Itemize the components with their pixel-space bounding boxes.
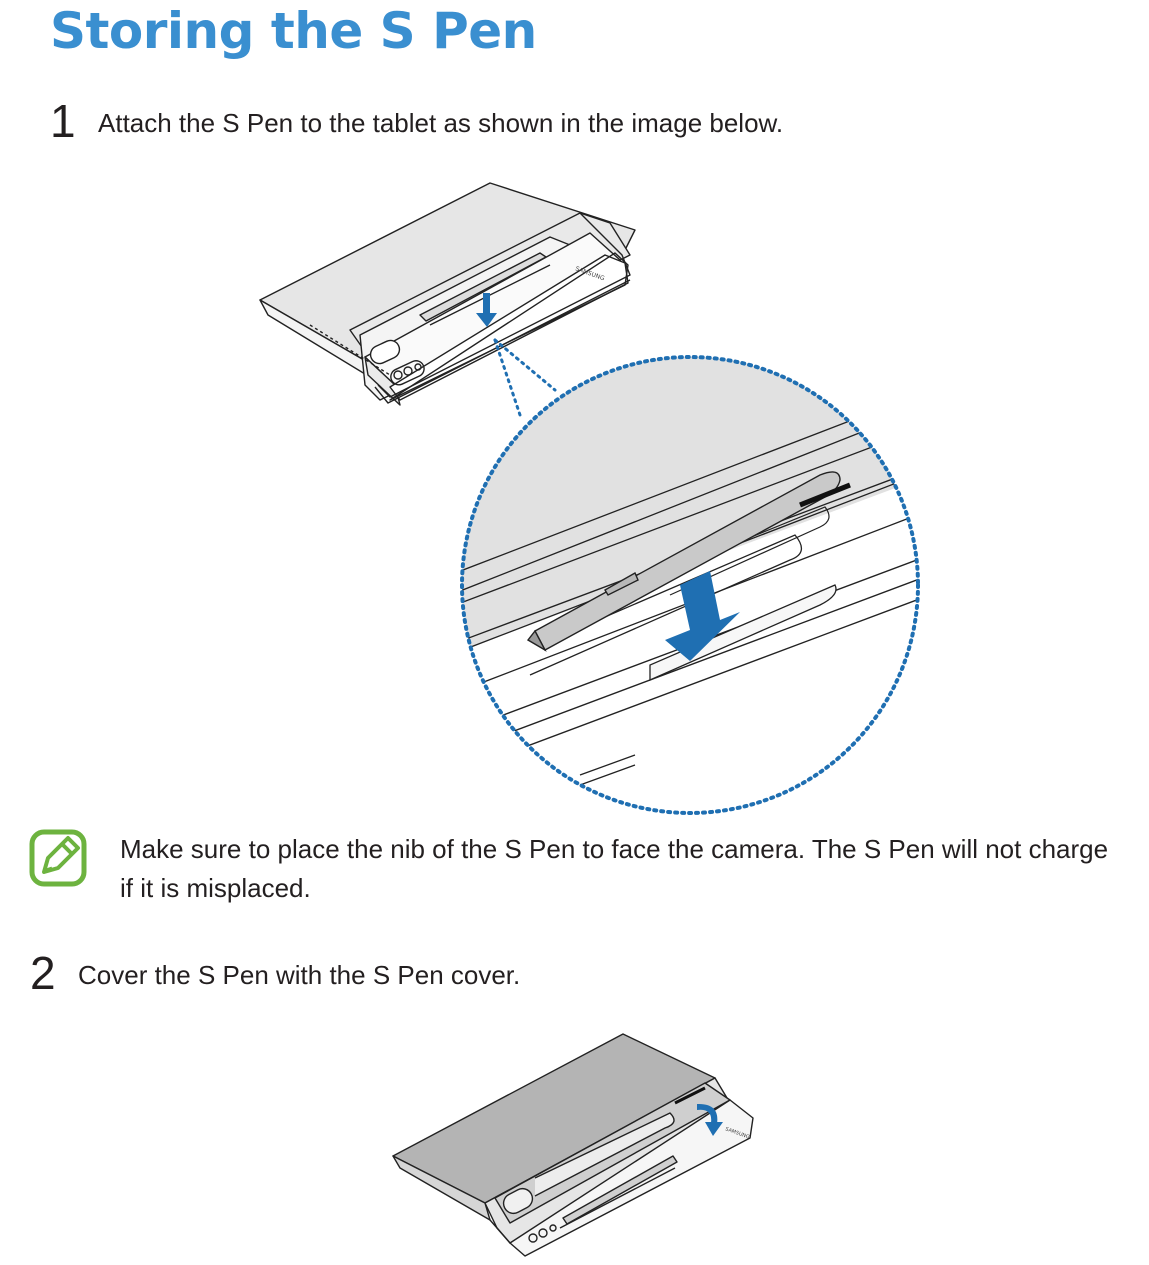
note-pencil-icon [29,829,87,887]
step-1-text: Attach the S Pen to the tablet as shown … [98,108,784,138]
step-2-text: Cover the S Pen with the S Pen cover. [78,960,521,990]
step-1-number: 1 [50,95,76,147]
callout-connector [493,338,557,417]
step-2-number: 2 [30,947,56,999]
magnified-callout [462,357,918,813]
attach-spen-illustration: SAMSUNG [259,182,920,815]
tablet-small-illustration [259,182,636,406]
page-title: Storing the S Pen [50,2,537,60]
curved-arrow-icon [697,1103,723,1136]
down-arrow-small-icon [476,293,497,327]
down-arrow-large-icon [665,571,740,661]
note-text: Make sure to place the nib of the S Pen … [120,834,1109,903]
cover-spen-illustration: SAMSUNG [392,1033,754,1257]
